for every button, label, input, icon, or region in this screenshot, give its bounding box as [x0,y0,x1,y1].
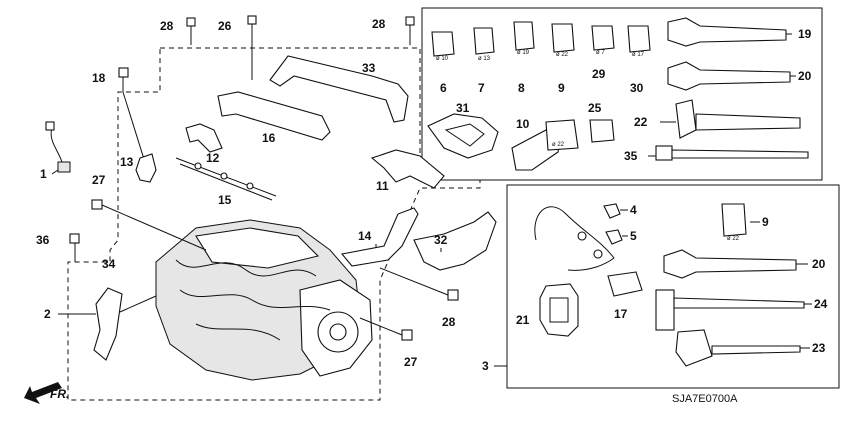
callout-9: 9 [558,81,565,95]
cable-tie-part-24 [655,289,805,331]
callout-29: 29 [592,67,606,81]
holder-part-17 [607,271,643,297]
sub-parts-box [506,184,840,389]
connector-part-8: ø 19 [513,21,535,56]
front-label: FR. [50,387,69,401]
svg-text:ø 10: ø 10 [436,56,449,62]
clip-part-5 [605,229,623,245]
svg-text:ø 22: ø 22 [727,236,740,242]
bolt-28-bottom [379,267,459,301]
svg-text:ø 13: ø 13 [478,56,491,62]
callout-17: 17 [614,307,628,321]
svg-text:ø 7: ø 7 [596,50,605,56]
callout-14: 14 [358,229,372,243]
callout-32: 32 [434,233,448,247]
callout-10: 10 [516,117,530,131]
cable-tie-part-19 [667,17,787,47]
bolt-26 [247,15,257,80]
cable-tie-part-20-top [667,61,791,91]
connector-kit-box [421,7,823,181]
callout-26: 26 [218,19,232,33]
svg-text:ø 22: ø 22 [552,142,565,148]
connector-part-9-top: ø 22 [551,23,575,58]
callout-18: 18 [92,71,106,85]
sensor-part-1 [45,121,71,173]
callout-13: 13 [120,155,134,169]
bolt-28-top-right [405,16,415,45]
callout-36: 36 [36,233,50,247]
callout-5: 5 [630,229,637,243]
connector-part-9-bottom: ø 22 [721,203,747,242]
callout-8: 8 [518,81,525,95]
callout-33: 33 [362,61,376,75]
bracket-part-32 [413,211,497,271]
bracket-part-11 [370,149,445,189]
callout-25: 25 [588,101,602,115]
cable-tie-part-20-bottom [663,249,797,279]
svg-text:ø 17: ø 17 [632,52,645,58]
callout-35: 35 [624,149,638,163]
grommet-part-21 [539,283,579,337]
connector-part-6: ø 10 [431,31,455,62]
bracket-part-12 [185,123,223,153]
callout-9: 9 [762,215,769,229]
connector-part-30: ø 17 [627,25,651,58]
svg-text:ø 22: ø 22 [556,52,569,58]
callout-24: 24 [814,297,828,311]
callout-20: 20 [812,257,826,271]
callout-30: 30 [630,81,644,95]
callout-4: 4 [630,203,637,217]
callout-12: 12 [206,151,220,165]
relay-box-part-31 [427,113,499,159]
sub-harness [534,206,615,271]
bracket-part-34 [93,287,123,361]
svg-text:ø 19: ø 19 [517,50,530,56]
bolt-27-left [91,199,207,251]
callout-15: 15 [218,193,232,207]
bolt-27-bottom [359,317,413,341]
callout-28: 28 [160,19,174,33]
callout-23: 23 [812,341,826,355]
callout-20: 20 [798,69,812,83]
engine-assembly [155,219,373,381]
boot-part-10: ø 22 [511,119,579,171]
callouts: 28 26 28 18 33 16 12 13 1 27 15 36 34 2 … [36,17,828,373]
bracket-part-13 [135,153,157,183]
callout-6: 6 [440,81,447,95]
clip-part-4 [603,203,621,219]
connector-part-29: ø 7 [591,25,615,56]
callout-1: 1 [40,167,47,181]
callout-27: 27 [92,173,106,187]
bolt-28-top-left [186,17,196,45]
callout-2: 2 [44,307,51,321]
front-direction-arrow: FR. [24,382,69,404]
harness-part-15 [175,157,277,201]
callout-27: 27 [404,355,418,369]
bracket-part-16 [217,91,331,141]
cable-tie-part-35 [655,145,809,161]
clip-part-25 [589,119,615,143]
bolt-36 [69,233,80,262]
callout-19: 19 [798,27,812,41]
callout-21: 21 [516,313,530,327]
bracket-part-14 [340,207,419,267]
leader-lines [51,33,812,367]
cable-tie-part-23 [675,329,801,367]
callout-22: 22 [634,115,648,129]
connector-part-7: ø 13 [473,27,495,62]
callout-28: 28 [442,315,456,329]
callout-3: 3 [482,359,489,373]
callout-31: 31 [456,101,470,115]
callout-28: 28 [372,17,386,31]
callout-16: 16 [262,131,276,145]
callout-11: 11 [376,179,389,193]
callout-7: 7 [478,81,485,95]
diagram-code: SJA7E0700A [672,393,738,405]
bracket-part-33 [269,55,409,123]
callout-34: 34 [102,257,116,271]
cable-tie-part-22 [675,99,801,139]
